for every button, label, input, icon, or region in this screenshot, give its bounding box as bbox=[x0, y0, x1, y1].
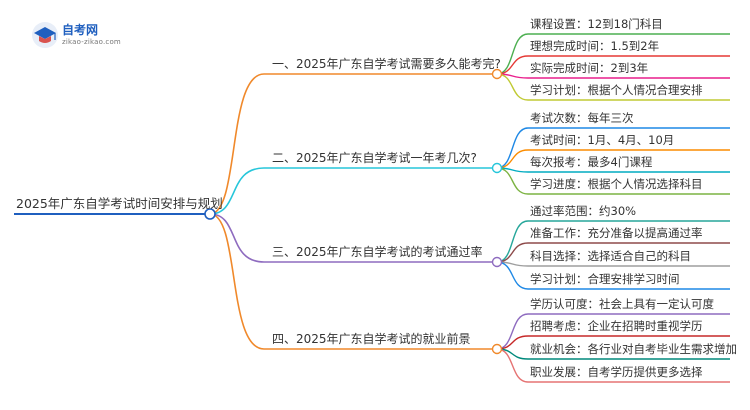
leaf-label-3-3: 科目选择：选择适合自己的科目 bbox=[530, 249, 691, 263]
leaf-label-4-2: 招聘考虑：企业在招聘时重视学历 bbox=[530, 319, 703, 333]
root-topic: 2025年广东自学考试时间安排与规划 bbox=[16, 196, 223, 211]
leaf-label-3-1: 通过率范围：约30% bbox=[530, 204, 637, 218]
leaf-connector-2-1 bbox=[496, 127, 730, 169]
leaf-label-4-1: 学历认可度：社会上具有一定认可度 bbox=[530, 297, 714, 311]
leaf-label-2-4: 学习进度：根据个人情况选择科目 bbox=[530, 177, 703, 191]
leaf-label-2-2: 考试时间：1月、4月、10月 bbox=[530, 133, 675, 147]
logo-site-url: zikao-zikao.com bbox=[62, 38, 121, 46]
branch-label-4: 四、2025年广东自学考试的就业前景 bbox=[272, 332, 471, 346]
branch-node-2 bbox=[491, 162, 503, 174]
leaf-connector-3-1 bbox=[496, 220, 730, 263]
branch-connector-3 bbox=[209, 213, 497, 263]
leaf-connector-4-4 bbox=[496, 348, 730, 383]
logo-name: 自考网 bbox=[62, 23, 99, 37]
site-logo[interactable] bbox=[30, 20, 150, 52]
branch-connector-4 bbox=[209, 213, 497, 350]
graduation-cap-icon bbox=[32, 22, 58, 48]
leaf-label-3-4: 学习计划：合理安排学习时间 bbox=[530, 272, 680, 286]
branch-node-3 bbox=[491, 256, 503, 268]
root-node bbox=[204, 208, 216, 220]
leaf-label-1-1: 课程设置：12到18门科目 bbox=[530, 17, 663, 31]
branch-label-1: 一、2025年广东自学考试需要多久能考完? bbox=[272, 57, 501, 71]
leaf-label-2-1: 考试次数：每年三次 bbox=[530, 111, 634, 125]
leaf-label-4-3: 就业机会：各行业对自考毕业生需求增加 bbox=[530, 342, 737, 356]
branch-connector-2 bbox=[209, 167, 497, 215]
leaf-label-4-4: 职业发展：自考学历提供更多选择 bbox=[530, 365, 703, 379]
branch-connector-1 bbox=[209, 73, 497, 215]
leaf-label-1-2: 理想完成时间：1.5到2年 bbox=[530, 39, 660, 53]
leaf-label-2-3: 每次报考：最多4门课程 bbox=[530, 155, 653, 169]
branch-node-1 bbox=[491, 68, 503, 80]
leaf-connector-4-1 bbox=[496, 313, 730, 350]
leaf-label-3-2: 准备工作：充分准备以提高通过率 bbox=[530, 226, 703, 240]
branch-label-3: 三、2025年广东自学考试的考试通过率 bbox=[272, 245, 483, 259]
leaf-label-1-3: 实际完成时间：2到3年 bbox=[530, 61, 649, 75]
leaf-connector-1-1 bbox=[496, 33, 730, 75]
branch-node-4 bbox=[491, 343, 503, 355]
leaf-label-1-4: 学习计划：根据个人情况合理安排 bbox=[530, 83, 703, 97]
branch-label-2: 二、2025年广东自学考试一年考几次? bbox=[272, 151, 477, 165]
